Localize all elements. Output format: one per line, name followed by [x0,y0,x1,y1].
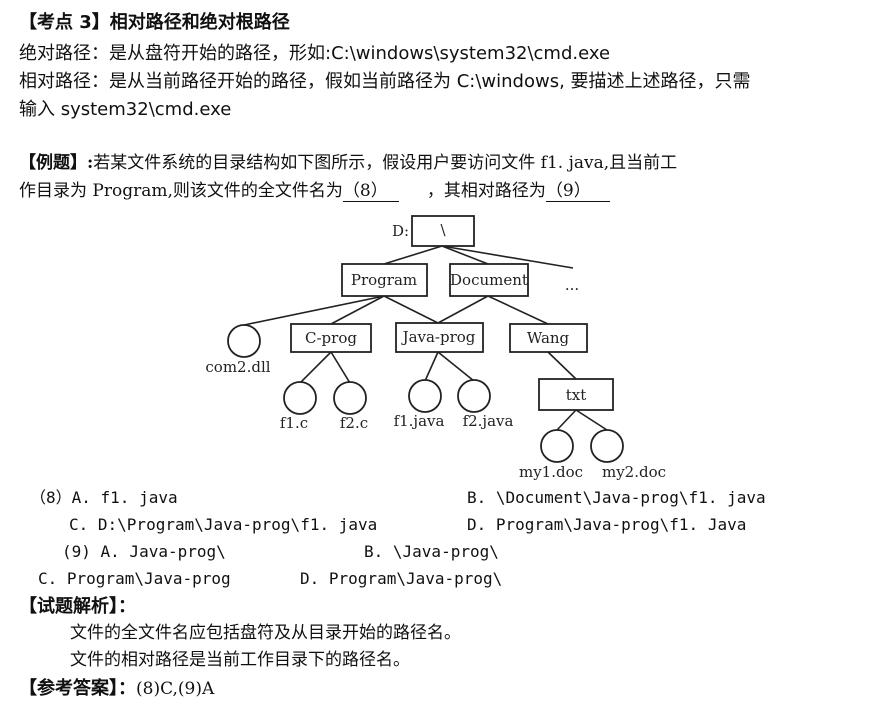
more-label: ... [565,276,579,294]
option-8b: B. \Document\Java-prog\f1. java [467,488,766,507]
javaprog-label: Java-prog [401,328,476,346]
example-line2: 作目录为 Program,则该文件的全文件名为（8） ，其相对路径为（9） [19,181,610,202]
f1java-label: f1.java [394,412,445,430]
analysis-line2: 文件的相对路径是当前工作目录下的路径名。 [70,650,410,670]
document-dir-box [449,263,529,297]
program-label: Program [351,271,417,289]
answer-label: 【参考答案】： [19,678,136,699]
absolute-path-definition: 绝对路径：是从盘符开始的路径，形如:C:\windows\system32\cm… [19,43,611,64]
program-dir-box [341,263,428,297]
example-label: 【例题】: [19,153,94,173]
txt-label: txt [566,386,587,404]
analysis-label: 【试题解析】： [19,596,136,617]
answer-value: (8)C,(9)A [136,679,215,699]
tree-edges [243,245,608,431]
blank-8: （8） [342,182,399,202]
com2-file-node [227,324,261,358]
f1c-label: f1.c [280,414,308,432]
example-line1: 【例题】:若某文件系统的目录结构如下图所示，假设用户要访问文件 f1. java… [19,155,677,172]
example-line2-prefix: 作目录为 Program,则该文件的全文件名为 [19,181,343,201]
root-label: \ [440,221,446,239]
document-label: Document [450,271,528,289]
option-9a: (9) A. Java-prog\ [62,542,226,561]
answer-line: 【参考答案】：(8)C,(9)A [19,680,214,698]
example-question-text: 若某文件系统的目录结构如下图所示，假设用户要访问文件 f1. java,且当前工 [93,153,678,173]
blank-9: （9） [545,182,610,202]
drive-label: D: [392,222,409,240]
example-line2-middle: ，其相对路径为 [426,181,546,201]
option-8a: （8）A. f1. java [30,488,178,507]
my2-label: my2.doc [602,463,666,481]
relative-path-definition-line1: 相对路径：是从当前路径开始的路径，假如当前路径为 C:\windows, 要描述… [19,71,751,92]
option-9b: B. \Java-prog\ [364,542,499,561]
f1c-file-node [283,381,317,415]
my2-file-node [590,429,624,463]
option-8c: C. D:\Program\Java-prog\f1. java [69,515,378,534]
analysis-line1: 文件的全文件名应包括盘符及从目录开始的路径名。 [70,623,461,643]
f2c-label: f2.c [340,414,368,432]
f2java-label: f2.java [463,412,514,430]
relative-path-definition-line2: 输入 system32\cmd.exe [19,99,232,120]
cprog-dir-box [290,323,372,353]
wang-label: Wang [527,329,570,347]
wang-dir-box [509,323,588,353]
option-8d: D. Program\Java-prog\f1. Java [467,515,747,534]
com2-label: com2.dll [205,358,270,376]
option-9c: C. Program\Java-prog [38,569,231,588]
f2java-file-node [457,379,491,413]
javaprog-dir-box [395,322,484,353]
f2c-file-node [333,381,367,415]
option-9d: D. Program\Java-prog\ [300,569,503,588]
root-dir-box [411,215,475,247]
section-heading: 【考点 3】相对路径和绝对根路径 [19,12,290,33]
txt-dir-box [538,378,614,411]
my1-file-node [540,429,574,463]
f1java-file-node [408,379,442,413]
cprog-label: C-prog [305,329,357,347]
my1-label: my1.doc [519,463,583,481]
